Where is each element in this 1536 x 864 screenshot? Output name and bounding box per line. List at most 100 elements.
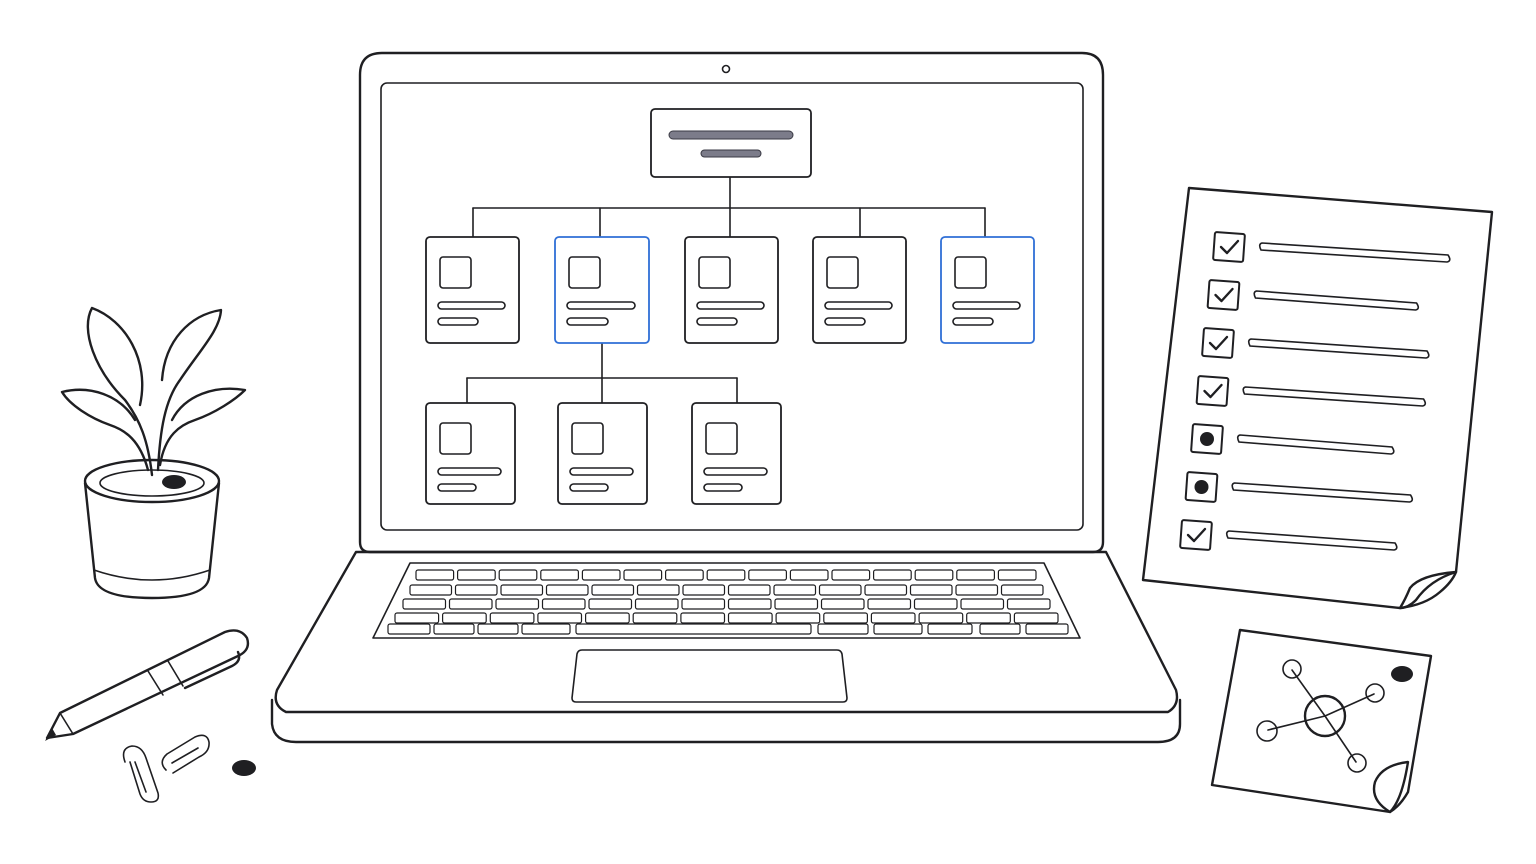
keyboard-key[interactable] (541, 598, 586, 610)
keyboard-key[interactable] (867, 598, 912, 610)
keyboard-key[interactable] (775, 612, 821, 624)
checkbox-icon[interactable] (1179, 519, 1213, 551)
keyboard-key[interactable] (489, 612, 535, 624)
keyboard-key[interactable] (956, 569, 995, 581)
keyboard-key[interactable] (927, 623, 973, 635)
keyboard-key[interactable] (415, 569, 455, 581)
keyboard-key[interactable] (636, 584, 680, 596)
org-node-n2[interactable] (554, 236, 650, 344)
org-node-n6[interactable] (425, 402, 516, 505)
keyboard-key[interactable] (960, 598, 1005, 610)
keyboard-key[interactable] (521, 623, 571, 635)
keyboard-key[interactable] (448, 598, 493, 610)
checkmark-icon (1214, 287, 1234, 303)
keyboard-key[interactable] (442, 612, 487, 624)
keyboard-key[interactable] (909, 584, 953, 596)
keyboard-key[interactable] (545, 584, 589, 596)
keyboard-key[interactable] (402, 598, 447, 610)
org-node-n1[interactable] (425, 236, 520, 344)
keyboard-key[interactable] (454, 584, 498, 596)
keyboard-key[interactable] (966, 612, 1011, 624)
keyboard-key[interactable] (748, 569, 787, 581)
keyboard-key[interactable] (817, 623, 869, 635)
checklist-item[interactable] (1195, 375, 1427, 407)
keyboard-key[interactable] (581, 569, 621, 581)
keyboard-key[interactable] (727, 598, 772, 610)
keyboard-key[interactable] (495, 598, 540, 610)
keyboard-key[interactable] (498, 569, 538, 581)
org-node-n4[interactable] (812, 236, 907, 344)
keyboard-key[interactable] (831, 569, 871, 581)
keyboard-key[interactable] (773, 584, 817, 596)
keyboard-key[interactable] (870, 612, 916, 624)
org-node-n8[interactable] (691, 402, 782, 505)
keyboard-key[interactable] (623, 569, 663, 581)
node-line-long (952, 301, 1021, 310)
keyboard-key[interactable] (1025, 623, 1069, 635)
checklist-item[interactable] (1190, 423, 1395, 455)
node-line-short (437, 483, 477, 492)
keyboard-key[interactable] (500, 584, 544, 596)
node-line-short (569, 483, 609, 492)
keyboard-key[interactable] (774, 598, 819, 610)
keyboard-key[interactable] (823, 612, 868, 624)
keyboard-key[interactable] (591, 584, 635, 596)
keyboard-key[interactable] (682, 584, 726, 596)
trackpad[interactable] (571, 649, 848, 703)
avatar-placeholder-icon (568, 256, 601, 289)
checkbox-icon[interactable] (1195, 375, 1230, 407)
checklist-item[interactable] (1212, 231, 1451, 263)
checklist-item[interactable] (1201, 327, 1430, 359)
org-node-n5[interactable] (940, 236, 1035, 344)
checkbox-icon[interactable] (1201, 327, 1235, 359)
keyboard-key[interactable] (634, 598, 679, 610)
keyboard-key[interactable] (864, 584, 908, 596)
checkbox-icon[interactable] (1212, 231, 1246, 263)
keyboard-key[interactable] (394, 612, 440, 624)
keyboard-key[interactable] (918, 612, 964, 624)
keyboard-key[interactable] (789, 569, 829, 581)
keyboard-key[interactable] (873, 623, 923, 635)
keyboard-key[interactable] (680, 612, 726, 624)
keyboard-key[interactable] (433, 623, 475, 635)
keyboard-key[interactable] (820, 598, 865, 610)
keyboard-key[interactable] (997, 569, 1037, 581)
network-icon (1256, 659, 1385, 773)
pen-icon[interactable] (45, 629, 250, 741)
checklist-item[interactable] (1179, 519, 1398, 551)
keyboard-key[interactable] (872, 569, 912, 581)
checkbox-icon[interactable] (1206, 279, 1241, 311)
org-node-root[interactable] (650, 108, 812, 178)
keyboard-key[interactable] (409, 584, 453, 596)
keyboard-key[interactable] (477, 623, 519, 635)
keyboard-key[interactable] (681, 598, 726, 610)
keyboard (372, 562, 1081, 639)
laptop (270, 51, 1182, 744)
keyboard-key[interactable] (914, 569, 954, 581)
keyboard-key[interactable] (818, 584, 862, 596)
keyboard-key[interactable] (540, 569, 579, 581)
keyboard-key[interactable] (537, 612, 583, 624)
keyboard-key[interactable] (664, 569, 704, 581)
keyboard-key[interactable] (706, 569, 746, 581)
org-node-n3[interactable] (684, 236, 779, 344)
keyboard-key[interactable] (727, 584, 771, 596)
keyboard-key[interactable] (913, 598, 958, 610)
keyboard-key[interactable] (632, 612, 678, 624)
keyboard-key[interactable] (1013, 612, 1059, 624)
keyboard-key[interactable] (1006, 598, 1051, 610)
keyboard-key[interactable] (584, 612, 630, 624)
keyboard-key[interactable] (955, 584, 999, 596)
keyboard-key[interactable] (979, 623, 1021, 635)
keyboard-key[interactable] (588, 598, 633, 610)
checklist-item[interactable] (1184, 471, 1414, 503)
keyboard-key[interactable] (1000, 584, 1044, 596)
org-node-n7[interactable] (557, 402, 648, 505)
keyboard-keys (387, 569, 1069, 635)
keyboard-key[interactable] (387, 623, 431, 635)
keyboard-key[interactable] (727, 612, 773, 624)
checklist-item[interactable] (1206, 279, 1420, 311)
keyboard-key[interactable] (457, 569, 496, 581)
checklist-line (1231, 482, 1414, 503)
spacebar-key[interactable] (575, 623, 812, 635)
